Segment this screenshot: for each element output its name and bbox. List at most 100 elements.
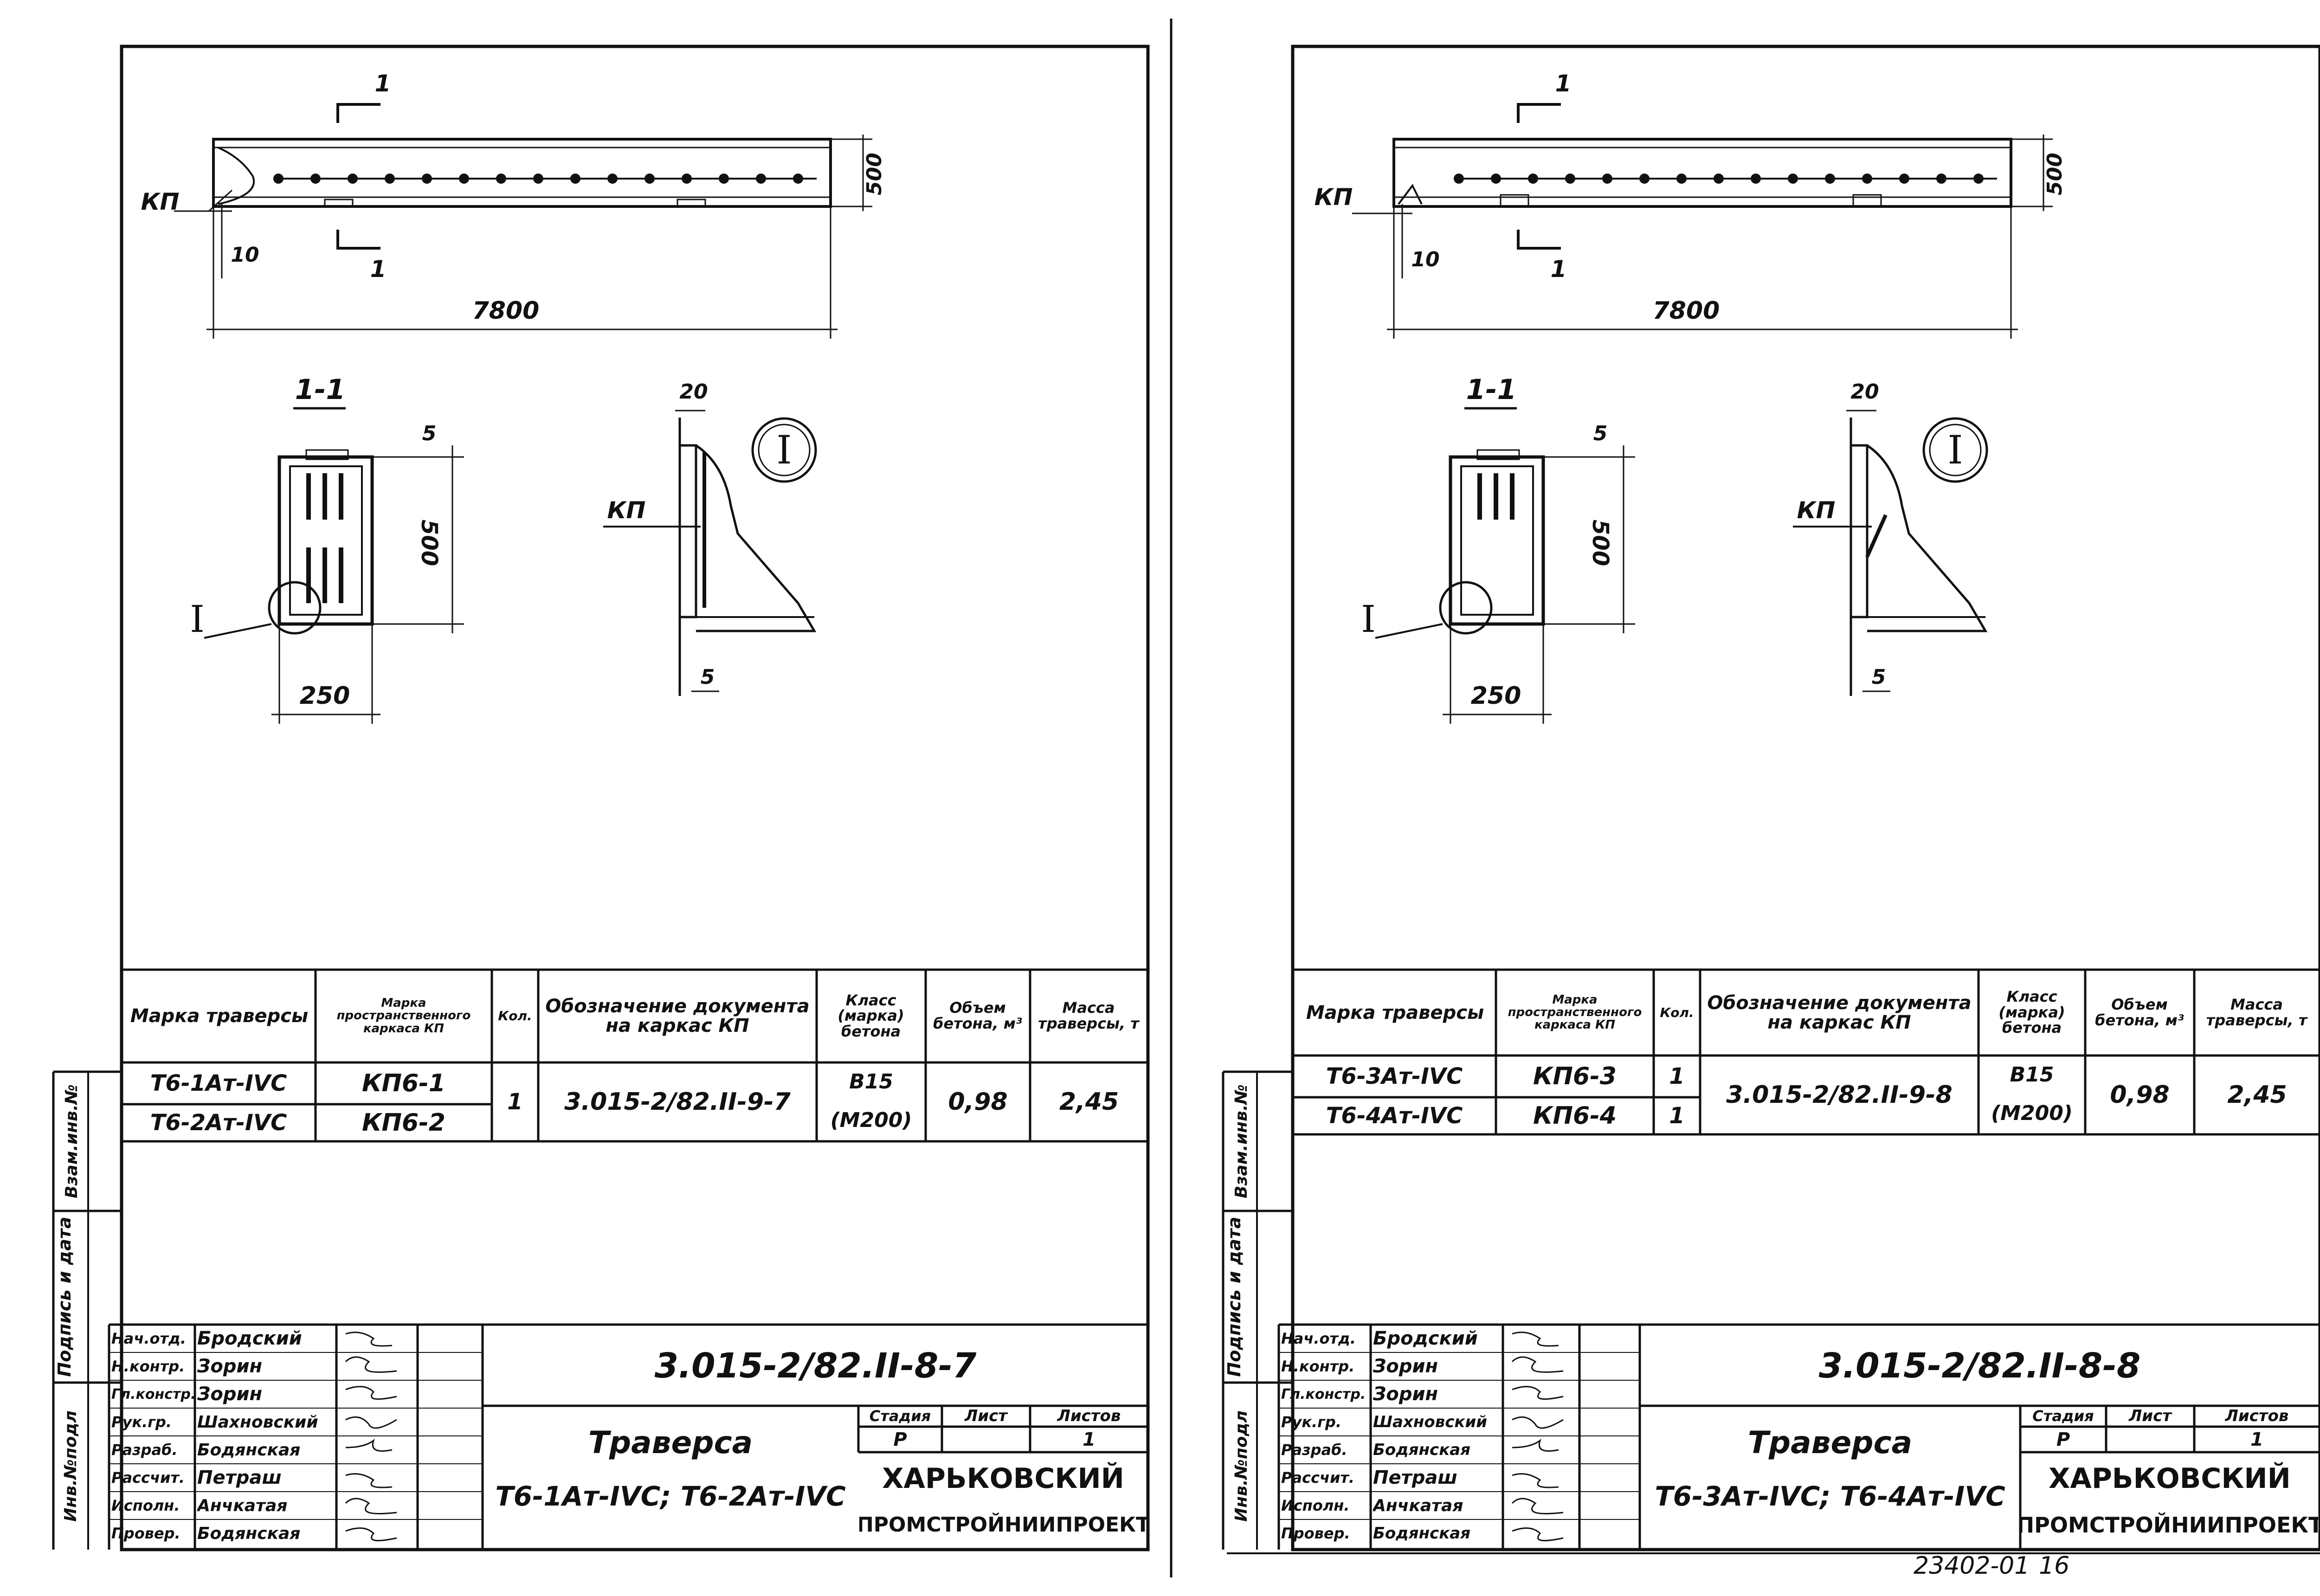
signer-name: Зорин xyxy=(197,1384,263,1405)
spec-volume: 0,98 xyxy=(2110,1081,2170,1109)
side-label-podpis: Подпись и дата xyxy=(1224,1216,1245,1377)
signer-role: Рассчит. xyxy=(1281,1469,1355,1487)
signer-role: Гл.констр. xyxy=(111,1386,194,1403)
signer-role: Исполн. xyxy=(1281,1497,1350,1514)
signer-role: Провер. xyxy=(111,1525,180,1542)
spec-header-kp: Марка пространственного каркаса КП xyxy=(336,996,471,1036)
spec-concrete-class: В15 xyxy=(849,1069,893,1094)
stamp-title: Траверса xyxy=(588,1425,753,1461)
spec-header-class: Класс (марка) бетона xyxy=(838,991,904,1040)
signer-role: Разраб. xyxy=(1281,1441,1347,1459)
stamp-stage: Р xyxy=(893,1429,907,1450)
signer-name: Бродский xyxy=(1373,1328,1478,1349)
stamp-org-2: ПРОМСТРОЙНИИПРОЕКТ xyxy=(2021,1512,2318,1538)
beam-section-mark-bottom: 1 xyxy=(1550,255,1567,283)
spec-doc: 3.015-2/82.II-9-7 xyxy=(564,1088,791,1116)
section-width-dim: 250 xyxy=(1470,682,1521,710)
section-width-dim: 250 xyxy=(299,682,350,710)
signer-role: Нач.отд. xyxy=(111,1330,187,1347)
spec-header-mark: Марка траверсы xyxy=(1306,1002,1484,1023)
signer-role: Рассчит. xyxy=(111,1469,185,1487)
stamp-sheet-label: Лист xyxy=(965,1407,1007,1426)
signer-role: Н.контр. xyxy=(111,1358,185,1375)
beam-length-dim: 7800 xyxy=(472,296,540,325)
spec-row-kp: КП6-2 xyxy=(362,1108,445,1137)
node-kp-label: КП xyxy=(607,496,646,524)
signer-role: Рук.гр. xyxy=(1281,1413,1341,1431)
section-height-dim: 500 xyxy=(1587,519,1614,566)
signer-role: Провер. xyxy=(1281,1525,1350,1542)
beam-offset-dim: 10 xyxy=(1411,247,1440,271)
side-label-inv-podl: Инв.№подл xyxy=(1232,1410,1251,1522)
beam-offset-dim: 10 xyxy=(231,243,259,267)
spec-header-volume: Объем бетона, м³ xyxy=(933,999,1022,1032)
stamp-subtitle: Т6-3Ат-IVС; Т6-4Ат-IVС xyxy=(1655,1480,2005,1512)
spec-row-qty: 1 xyxy=(1669,1102,1685,1129)
sheet-linework xyxy=(52,19,1173,1577)
spec-row-mark: Т6-1Ат-IVС xyxy=(150,1070,287,1096)
stamp-org-1: ХАРЬКОВСКИЙ xyxy=(2049,1462,2291,1495)
section-top-dim: 5 xyxy=(422,421,437,445)
spec-header-mass: Масса траверсы, т xyxy=(2206,995,2307,1029)
side-label-vzam: Взам.инв.№ xyxy=(62,1084,82,1198)
drawing-sheet-left: 1 1 КП 500 10 7800 1-1 5 500 250 I 20 КП… xyxy=(52,19,1173,1577)
side-label-vzam: Взам.инв.№ xyxy=(1232,1084,1251,1198)
signer-name: Бодянская xyxy=(1373,1441,1471,1459)
signer-role: Н.контр. xyxy=(1281,1358,1355,1375)
beam-kp-label: КП xyxy=(1314,183,1353,211)
signer-name: Зорин xyxy=(1373,1356,1438,1377)
node-dim-20: 20 xyxy=(1850,380,1879,404)
spec-qty: 1 xyxy=(507,1088,523,1115)
spec-header-kp: Марка пространственного каркаса КП xyxy=(1508,992,1642,1032)
signer-name: Бодянская xyxy=(1373,1524,1471,1543)
beam-section-mark-bottom: 1 xyxy=(370,255,387,283)
beam-kp-label: КП xyxy=(141,188,180,215)
signer-name: Бодянская xyxy=(197,1440,301,1460)
spec-row-kp: КП6-3 xyxy=(1533,1062,1617,1090)
spec-header-qty: Кол. xyxy=(1660,1004,1694,1020)
signer-name: Зорин xyxy=(197,1356,263,1377)
spec-doc: 3.015-2/82.II-9-8 xyxy=(1726,1081,1953,1109)
stamp-title: Траверса xyxy=(1747,1425,1913,1461)
signer-role: Разраб. xyxy=(111,1441,178,1459)
section-height-dim: 500 xyxy=(416,519,443,566)
stamp-code: 3.015-2/82.II-8-7 xyxy=(654,1346,977,1386)
stamp-subtitle: Т6-1Ат-IVС; Т6-2Ат-IVС xyxy=(495,1480,846,1512)
signer-name: Бродский xyxy=(197,1328,302,1349)
sheet-linework xyxy=(1222,45,2320,1554)
signer-name: Анчкатая xyxy=(197,1496,288,1515)
signer-name: Шахновский xyxy=(197,1412,318,1432)
spec-row-kp: КП6-4 xyxy=(1533,1101,1617,1130)
spec-header-mass: Масса траверсы, т xyxy=(1038,999,1139,1032)
signer-role: Исполн. xyxy=(111,1497,180,1514)
stamp-sheet xyxy=(2107,1428,2193,1452)
stamp-sheets-label: Листов xyxy=(2225,1407,2289,1426)
node-callout-label: I xyxy=(190,598,205,641)
spec-concrete-class: В15 xyxy=(2010,1062,2054,1087)
beam-height-dim: 500 xyxy=(862,153,886,195)
node-bottom-dim: 5 xyxy=(1871,665,1886,689)
spec-row-mark: Т6-3Ат-IVС xyxy=(1326,1063,1463,1089)
node-circle-label: I xyxy=(1947,427,1963,473)
spec-row-mark: Т6-4Ат-IVС xyxy=(1326,1102,1463,1129)
node-dim-20: 20 xyxy=(679,380,708,404)
spec-header-volume: Объем бетона, м³ xyxy=(2095,995,2184,1029)
spec-header-doc: Обозначение документа на каркас КП xyxy=(545,996,810,1036)
stamp-sheet-label: Лист xyxy=(2129,1407,2172,1426)
side-label-podpis: Подпись и дата xyxy=(54,1216,75,1377)
stamp-code: 3.015-2/82.II-8-8 xyxy=(1818,1346,2141,1386)
stamp-sheets: 1 xyxy=(2250,1429,2263,1450)
spec-mass: 2,45 xyxy=(1059,1088,1119,1116)
drawing-sheet-right: 15 23402-01 16 1 1 КП 500 10 7800 1-1 5 … xyxy=(1208,0,2320,1596)
spec-row-kp: КП6-1 xyxy=(362,1069,445,1097)
spec-concrete-mark: (М200) xyxy=(1991,1101,2073,1125)
spec-concrete-mark: (М200) xyxy=(830,1108,912,1132)
stamp-sheet xyxy=(943,1428,1029,1452)
signer-role: Рук.гр. xyxy=(111,1413,172,1431)
spec-header-class: Класс (марка) бетона xyxy=(1998,988,2065,1037)
footer-page-number: 16 xyxy=(2039,1552,2070,1580)
signer-role: Гл.констр. xyxy=(1281,1386,1366,1403)
stamp-org-1: ХАРЬКОВСКИЙ xyxy=(882,1462,1124,1495)
node-kp-label: КП xyxy=(1797,496,1836,524)
spec-volume: 0,98 xyxy=(948,1088,1008,1116)
